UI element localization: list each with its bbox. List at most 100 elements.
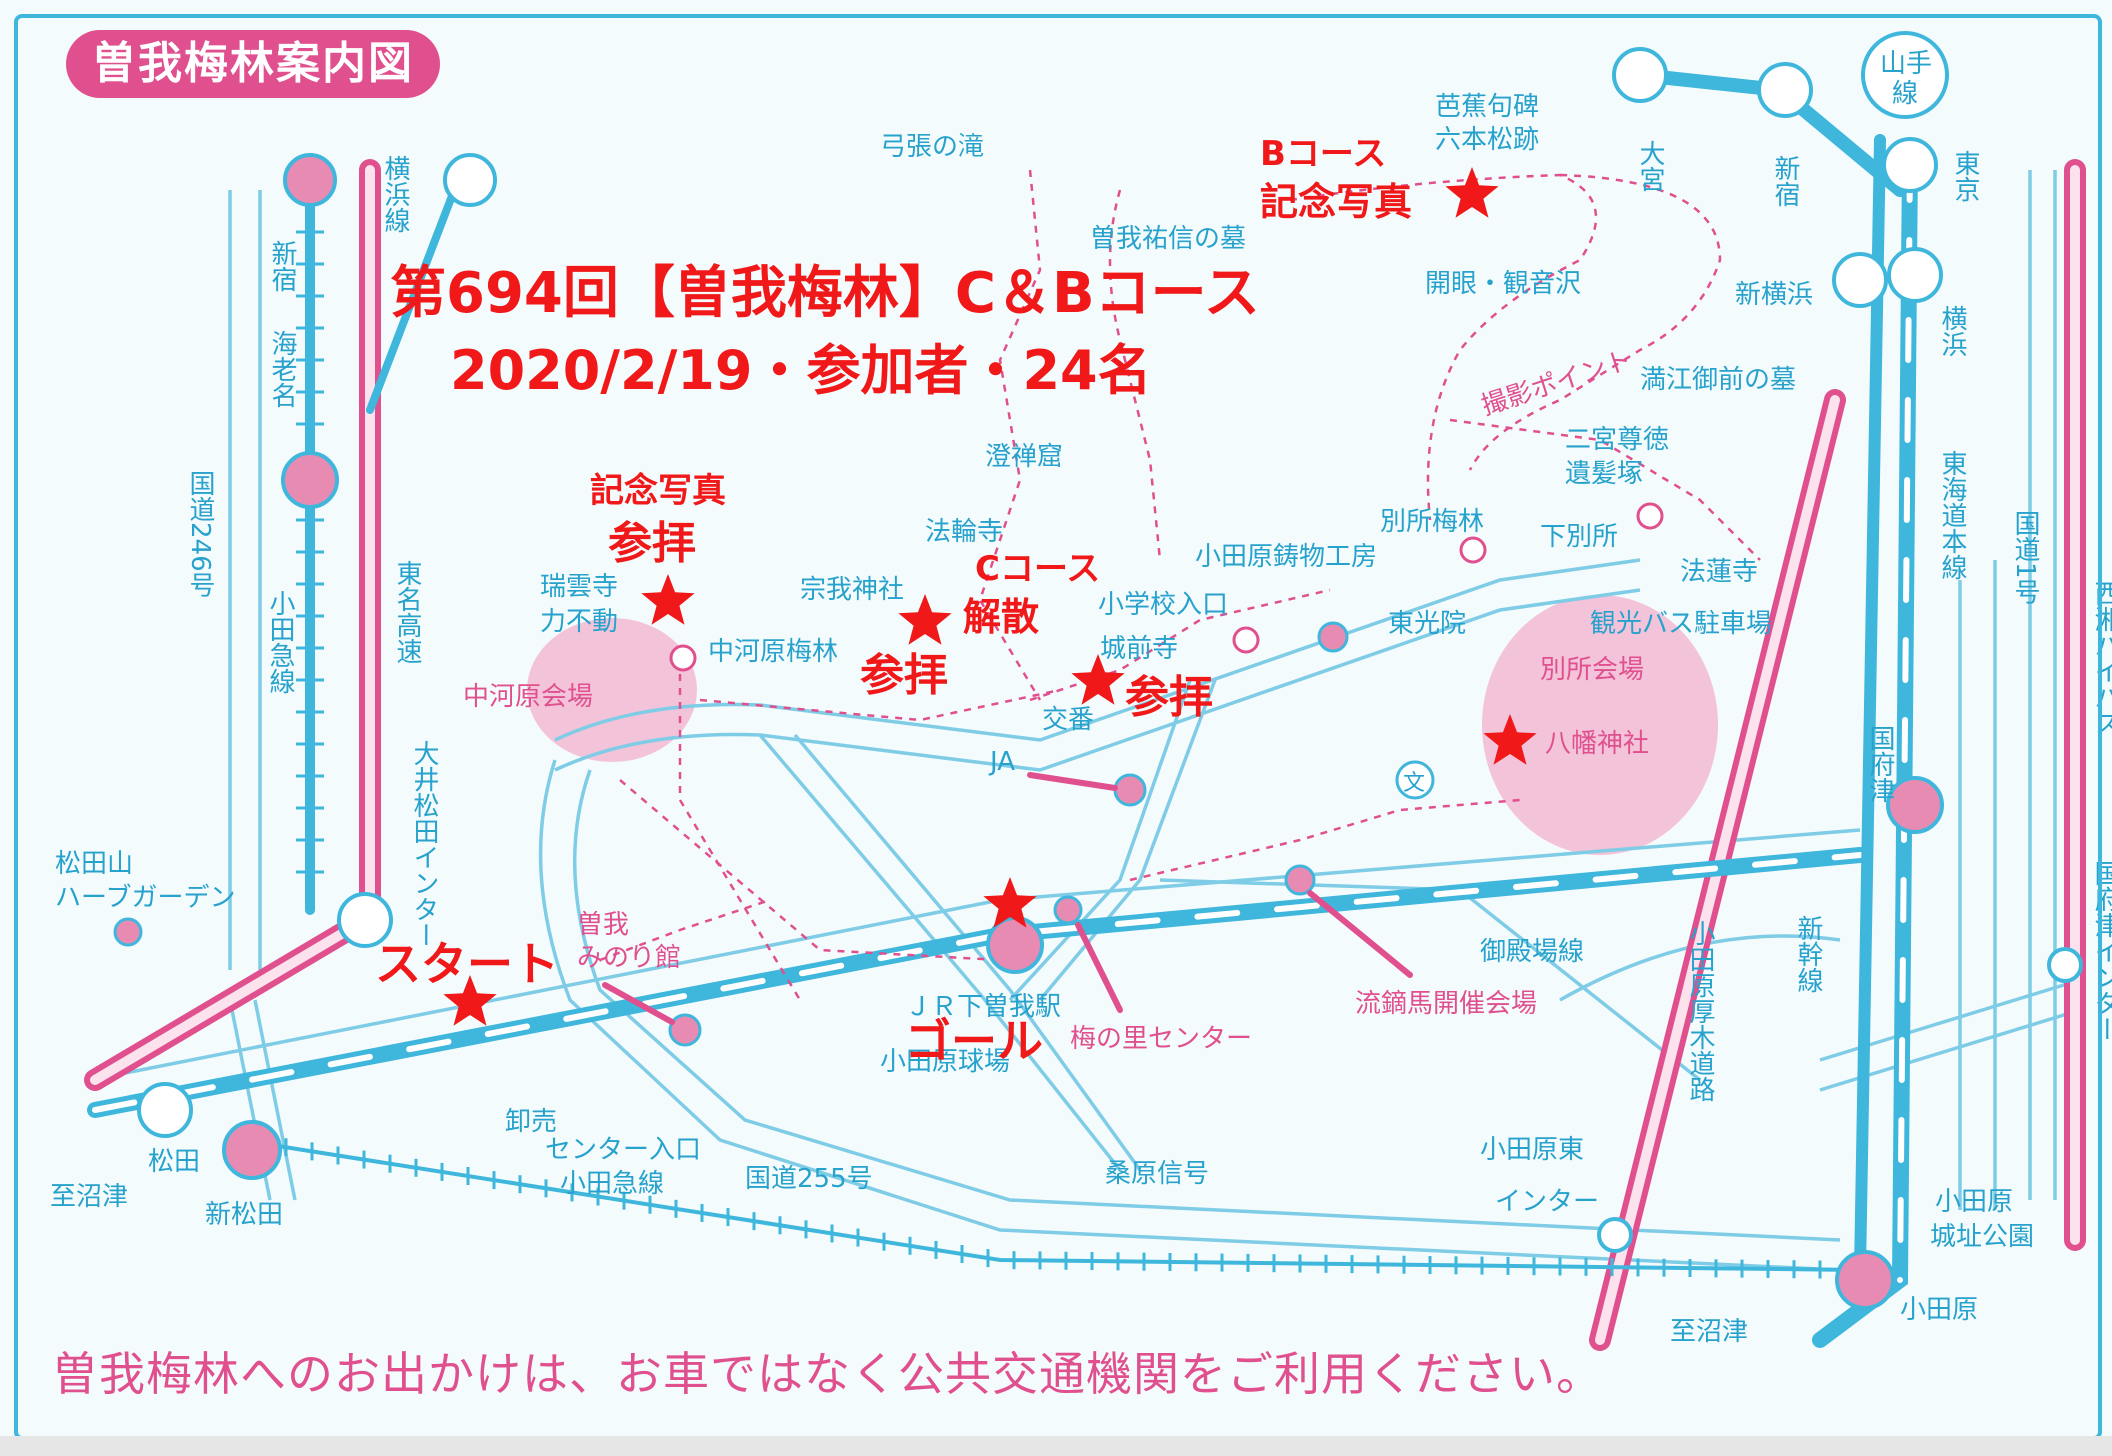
headline-event: 第694回【曽我梅林】C＆Bコース: [390, 261, 1260, 326]
label-odawara-east: 小田原東: [1480, 1135, 1584, 1165]
star-icon: [1071, 654, 1125, 705]
page-edge: [0, 1436, 2112, 1456]
jr-shimosoga-station-marker: [986, 916, 1044, 974]
stations: [137, 31, 2083, 1310]
label-stadium: 小田原球場: [880, 1047, 1010, 1077]
matsuda-station-marker: [137, 1082, 193, 1138]
label-shimobessho: 下別所: [1540, 522, 1618, 552]
yamanote-badge: [1861, 31, 1949, 119]
headline-date-participants: 2020/2/19・参加者・24名: [450, 339, 1152, 402]
map-labels: 新宿 海老名 横浜線 国道246号 小田急線 東名高速 大井松田インター 松田山…: [50, 49, 2112, 1347]
bus-stop-icon: [669, 644, 697, 672]
shin-matsuda-station-marker: [222, 1120, 282, 1180]
label-bessho-baigarden: 別所梅林: [1380, 507, 1484, 537]
label-shinkansen: 新幹線: [1793, 915, 1823, 993]
b-course-photo-label-2: 記念写真: [1260, 180, 1412, 224]
bus-stop-icon: [1636, 502, 1664, 530]
label-soga-minori-1: 曽我: [577, 910, 629, 940]
label-nakagawara-venue: 中河原会場: [463, 682, 593, 712]
bessho-venue-area: [1482, 595, 1718, 855]
label-basho-2: 六本松跡: [1435, 125, 1539, 155]
bus-stop-icon: [1232, 626, 1260, 654]
star-icon: [641, 574, 695, 625]
red-annotations: スタート ゴール Cコース 解散 Bコース 記念写真 記念写真 参拝 参拝 参拝: [375, 134, 1412, 1068]
label-to-numazu-2: 至沼津: [1670, 1317, 1748, 1347]
b-course-photo-label-1: Bコース: [1260, 134, 1386, 174]
station-marker: [283, 153, 337, 207]
station-marker: [337, 892, 393, 948]
herb-garden-dot: [113, 917, 143, 947]
label-shin-yokohama: 新横浜: [1735, 280, 1813, 310]
label-ja: JA: [988, 747, 1015, 777]
label-mitsue: 満江御前の墓: [1640, 365, 1796, 395]
label-yamanote-1: 山手: [1880, 49, 1932, 79]
label-hachiman: 八幡神社: [1545, 729, 1649, 759]
imono-dot: [1317, 621, 1349, 653]
label-zuiun-1: 瑞雲寺: [540, 572, 618, 602]
star-icon: [1483, 714, 1537, 765]
odawara-station-marker: [1835, 1250, 1895, 1310]
label-yokohama-right: 横浜: [1937, 305, 1967, 357]
label-matsuda: 松田: [148, 1147, 200, 1177]
label-shinjuku: 新宿: [267, 240, 297, 292]
minori-dot: [668, 1013, 702, 1047]
walking-routes: [599, 169, 1761, 1001]
label-tokaido: 東海道本線: [1937, 450, 1967, 580]
label-route246: 国道246号: [185, 470, 215, 598]
label-school: 小学校入口: [1098, 590, 1228, 620]
label-yumihari: 弓張の滝: [880, 132, 984, 162]
label-bessho-venue: 別所会場: [1540, 655, 1644, 685]
station-marker: [1882, 137, 1938, 193]
label-nakagawara-garden: 中河原梅林: [708, 637, 838, 667]
label-kozu: 国府津: [1865, 725, 1895, 803]
station-marker: [1832, 252, 1888, 308]
label-horin: 法輪寺: [925, 517, 1003, 547]
label-tokoin: 東光院: [1388, 609, 1466, 639]
worship-label-soga: 参拝: [860, 650, 948, 701]
bus-stops: [669, 502, 1664, 672]
venue-areas: [527, 595, 1718, 855]
ja-dot: [1113, 773, 1147, 807]
label-bus-park: 観光バス駐車場: [1590, 609, 1772, 639]
nakagawara-venue-area: [527, 618, 697, 762]
star-icon: [1445, 167, 1499, 218]
odakyu-ties: [258, 198, 1822, 1279]
c-course-end-label-1: Cコース: [975, 549, 1100, 589]
school-mark-circle: [1395, 760, 1435, 800]
c-course-end-label-2: 解散: [963, 595, 1039, 639]
label-yabusame: 流鏑馬開催会場: [1355, 989, 1537, 1019]
label-castle-park-1: 小田原: [1935, 1187, 2013, 1217]
odawara-east-ic-marker: [1597, 1217, 1633, 1253]
label-yamanote-2: 線: [1892, 79, 1918, 109]
star-icon: [898, 594, 952, 645]
facility-dots: [113, 621, 1435, 1047]
label-soga-minori-2: みのり館: [577, 943, 681, 973]
label-ebina: 海老名: [267, 330, 297, 408]
yabusame-dot: [1284, 864, 1316, 896]
label-to-numazu: 至沼津: [50, 1182, 128, 1212]
map-title: 曽我梅林案内図: [66, 30, 440, 98]
yokohama-line: [366, 171, 464, 414]
label-odakyu-2: 小田急線: [560, 1169, 664, 1199]
worship-label-zuiun: 参拝: [608, 518, 696, 569]
label-jr-station: ＪＲ下曽我駅: [905, 992, 1061, 1022]
label-route1: 国道1号: [2010, 510, 2040, 605]
label-yokohama-line: 横浜線: [380, 155, 410, 233]
label-atsugi-road: 小田原厚木道路: [1685, 920, 1715, 1102]
star-icon: [983, 877, 1037, 928]
label-oi-ic: 大井松田インター: [409, 740, 439, 948]
station-marker: [1887, 247, 1943, 303]
worship-label-jozenji: 参拝: [1125, 672, 1213, 723]
roads: [89, 170, 2081, 1272]
label-omiya: 大宮: [1635, 140, 1665, 192]
label-chozen: 澄禅窟: [985, 442, 1063, 472]
station-marker: [443, 153, 497, 207]
goal-label: ゴール: [905, 1014, 1043, 1068]
label-market-1: 卸売: [505, 1107, 557, 1137]
label-basho-1: 芭蕉句碑: [1435, 92, 1539, 122]
route-stars: [443, 167, 1537, 1026]
label-castle-park-2: 城址公園: [1930, 1222, 2034, 1252]
label-kaigen: 開眼・観音沢: [1425, 269, 1581, 299]
station-marker: [1612, 47, 1668, 103]
label-gotemba-line: 御殿場線: [1480, 937, 1584, 967]
